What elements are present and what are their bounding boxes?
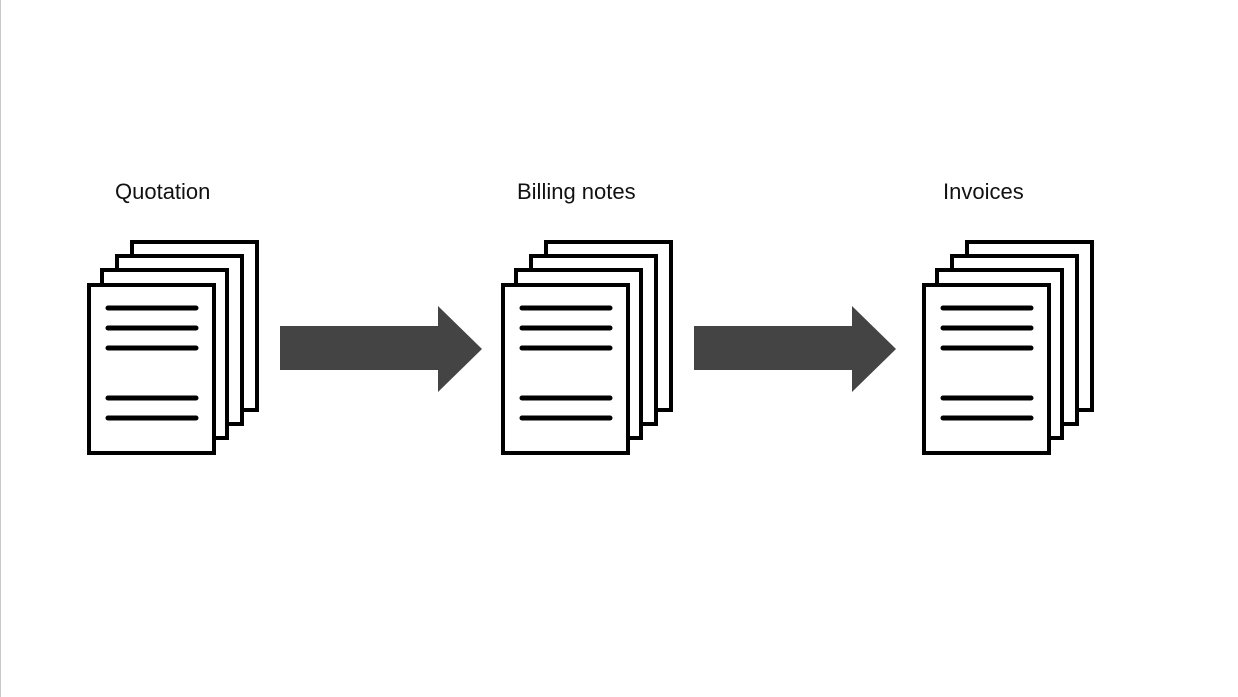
step-label-quotation: Quotation <box>115 179 211 204</box>
step-label-billing-notes: Billing notes <box>517 179 636 204</box>
step-label-invoices: Invoices <box>943 179 1024 204</box>
document-stack-icon <box>922 240 1094 455</box>
document-stack-icon <box>501 240 673 455</box>
document-page <box>501 283 630 455</box>
document-page <box>87 283 216 455</box>
document-page <box>922 283 1051 455</box>
document-stack-icon <box>87 240 259 455</box>
right-arrow-icon <box>280 306 482 392</box>
canvas-border <box>0 0 1 697</box>
right-arrow-icon <box>694 306 896 392</box>
